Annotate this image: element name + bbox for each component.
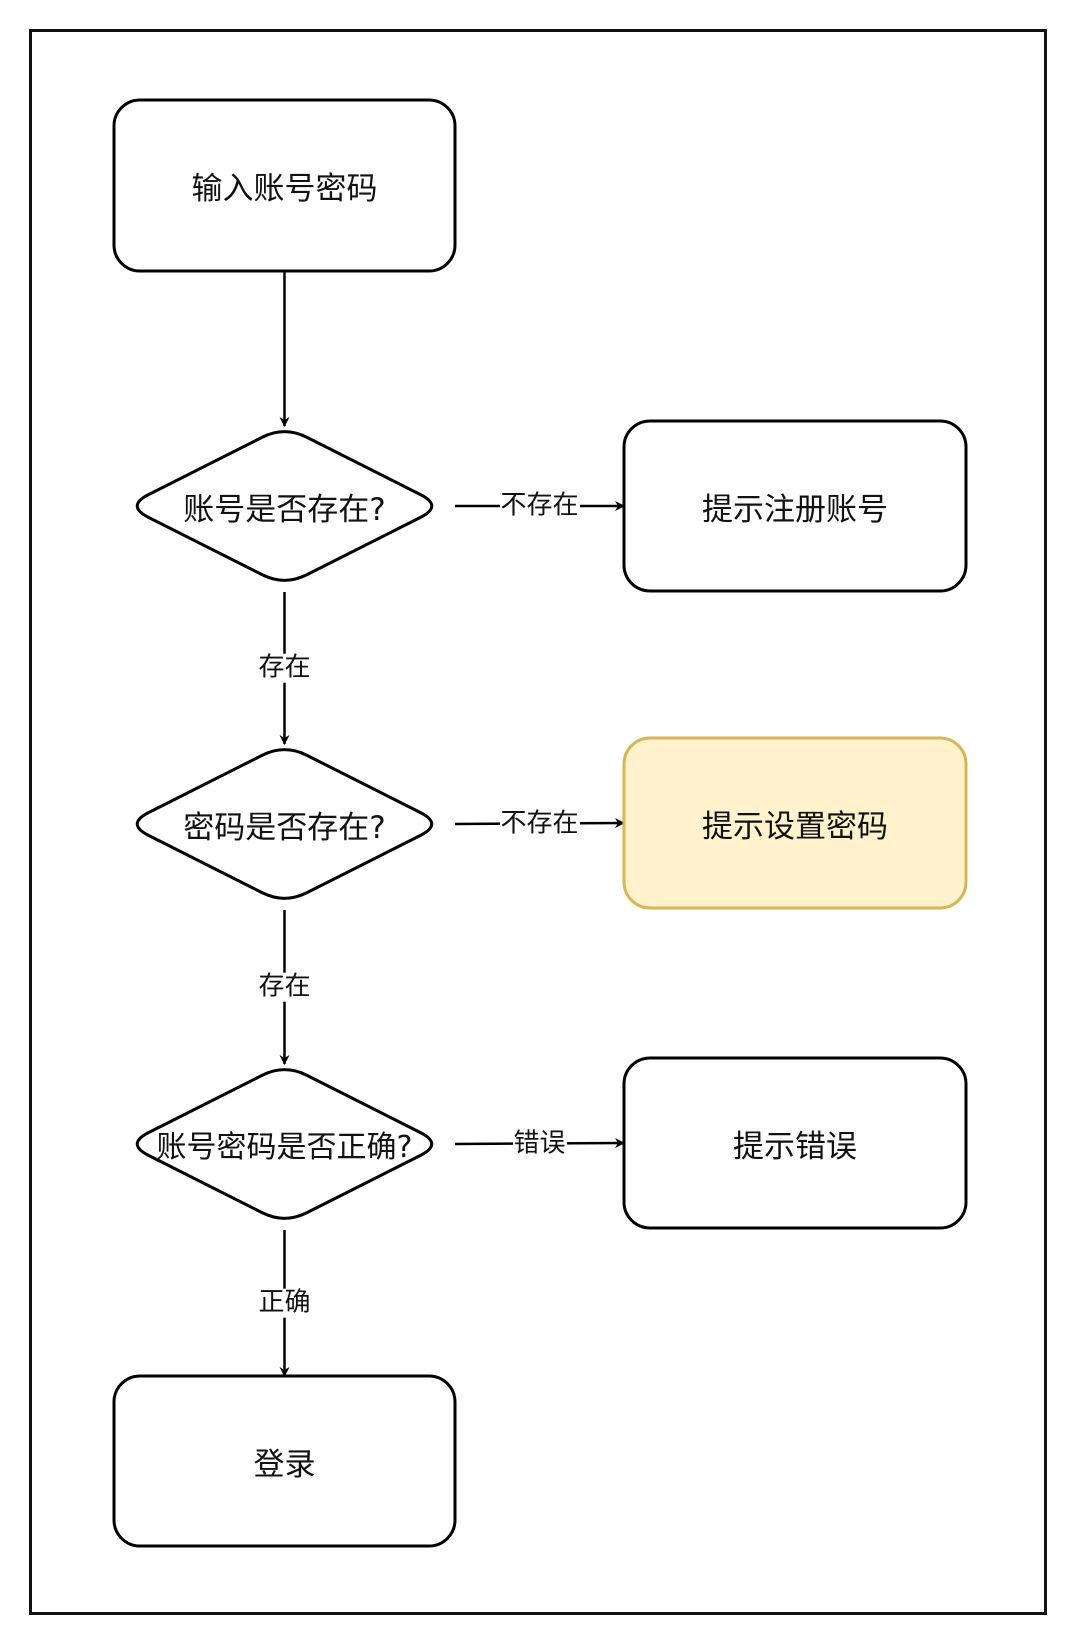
edge-label: 存在 — [257, 971, 312, 1002]
diagram-frame — [29, 29, 1047, 1615]
decision-diamond[interactable] — [135, 1068, 434, 1220]
edge-label: 存在 — [257, 652, 312, 683]
process-box[interactable] — [112, 98, 457, 273]
process-box[interactable] — [622, 1056, 968, 1230]
decision-diamond[interactable] — [135, 748, 434, 900]
edge-label: 错误 — [512, 1128, 567, 1159]
edge-label: 正确 — [257, 1287, 312, 1318]
highlighted-process-box[interactable] — [622, 736, 968, 910]
edge-label: 不存在 — [499, 490, 580, 521]
process-box[interactable] — [112, 1374, 457, 1548]
edge-label: 不存在 — [499, 808, 580, 839]
decision-diamond[interactable] — [135, 430, 434, 582]
process-box[interactable] — [622, 419, 968, 593]
